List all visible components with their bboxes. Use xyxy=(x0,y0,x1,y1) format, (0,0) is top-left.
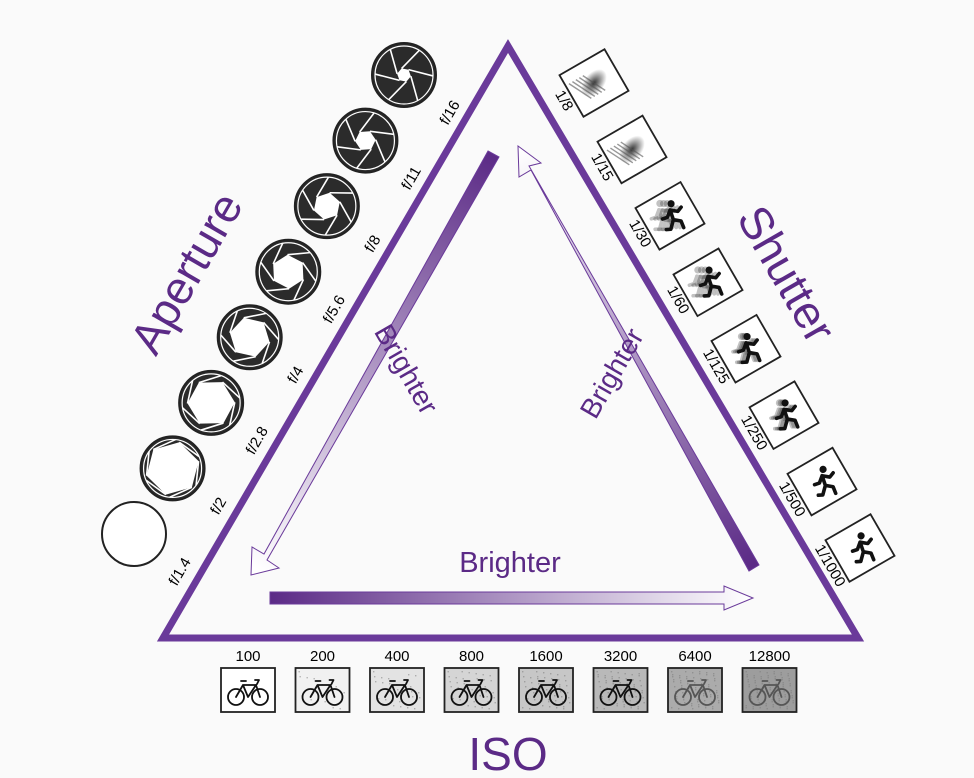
aperture-iris-icon: f/1.4 xyxy=(101,501,195,589)
shutter-speed-icon: 1/60 xyxy=(663,247,744,318)
iso-value-icon: 400 xyxy=(369,648,425,713)
iso-value-icon: 1600 xyxy=(518,648,574,713)
bicycle-icon xyxy=(376,679,418,706)
brighter-label-left: Brighter xyxy=(368,319,444,419)
brighter-label-right: Brighter xyxy=(574,323,650,423)
aperture-stop-label: f/2 xyxy=(207,495,230,518)
aperture-scale: f/1.4f/2f/2.8f/4f/5.6f/8f/11f/16 xyxy=(101,42,464,589)
shutter-speed-icon: 1/8 xyxy=(551,47,630,119)
aperture-iris-icon: f/16 xyxy=(371,42,464,128)
iso-value-label: 1600 xyxy=(529,648,562,665)
shutter-speed-icon: 1/500 xyxy=(775,446,858,520)
iso-value-label: 200 xyxy=(310,648,335,665)
brighter-arrow-bottom xyxy=(269,585,755,611)
bicycle-icon xyxy=(599,679,642,706)
iso-value-icon: 800 xyxy=(443,648,500,713)
aperture-iris-icon: f/8 xyxy=(293,173,384,255)
brighter-arrow-right xyxy=(517,144,760,572)
brighter-arrow-left xyxy=(250,150,500,576)
iso-value-icon: 200 xyxy=(294,648,351,713)
bicycle-icon xyxy=(227,679,269,706)
bicycle-icon xyxy=(748,679,791,706)
aperture-iris-icon: f/4 xyxy=(216,304,307,387)
aperture-iris-icon: f/11 xyxy=(332,107,425,193)
iso-value-icon: 3200 xyxy=(592,648,649,713)
bicycle-icon xyxy=(301,679,344,706)
iso-value-label: 6400 xyxy=(678,648,711,665)
bicycle-icon xyxy=(525,679,567,706)
shutter-speed-icon: 1/30 xyxy=(625,180,706,251)
iso-value-label: 12800 xyxy=(749,648,791,665)
iso-value-icon: 6400 xyxy=(667,648,723,713)
aperture-stop-label: f/11 xyxy=(398,164,425,193)
aperture-stop-label: f/8 xyxy=(361,232,384,255)
iso-title: ISO xyxy=(468,728,547,778)
exposure-triangle xyxy=(156,39,865,642)
shutter-speed-icon: 1/15 xyxy=(587,114,668,185)
aperture-iris-icon: f/5.6 xyxy=(255,238,349,326)
iso-value-icon: 12800 xyxy=(741,648,798,713)
iso-value-icon: 100 xyxy=(220,648,276,713)
iso-value-label: 3200 xyxy=(604,648,637,665)
bicycle-icon xyxy=(450,679,493,706)
brighter-label-bottom: Brighter xyxy=(459,547,561,579)
shutter-speed-icon: 1/125 xyxy=(699,313,782,387)
iso-value-label: 800 xyxy=(459,648,484,665)
aperture-stop-label: f/4 xyxy=(284,364,307,387)
iso-value-label: 400 xyxy=(384,648,409,665)
aperture-iris-icon: f/2 xyxy=(139,435,230,518)
iso-scale: 100 200 400 800 1600 3200 6400 12800 xyxy=(220,648,798,713)
shutter-speed-icon: 1/250 xyxy=(737,380,820,453)
bicycle-icon xyxy=(674,679,716,706)
aperture-stop-label: f/1.4 xyxy=(165,555,194,589)
iso-value-label: 100 xyxy=(235,648,260,665)
